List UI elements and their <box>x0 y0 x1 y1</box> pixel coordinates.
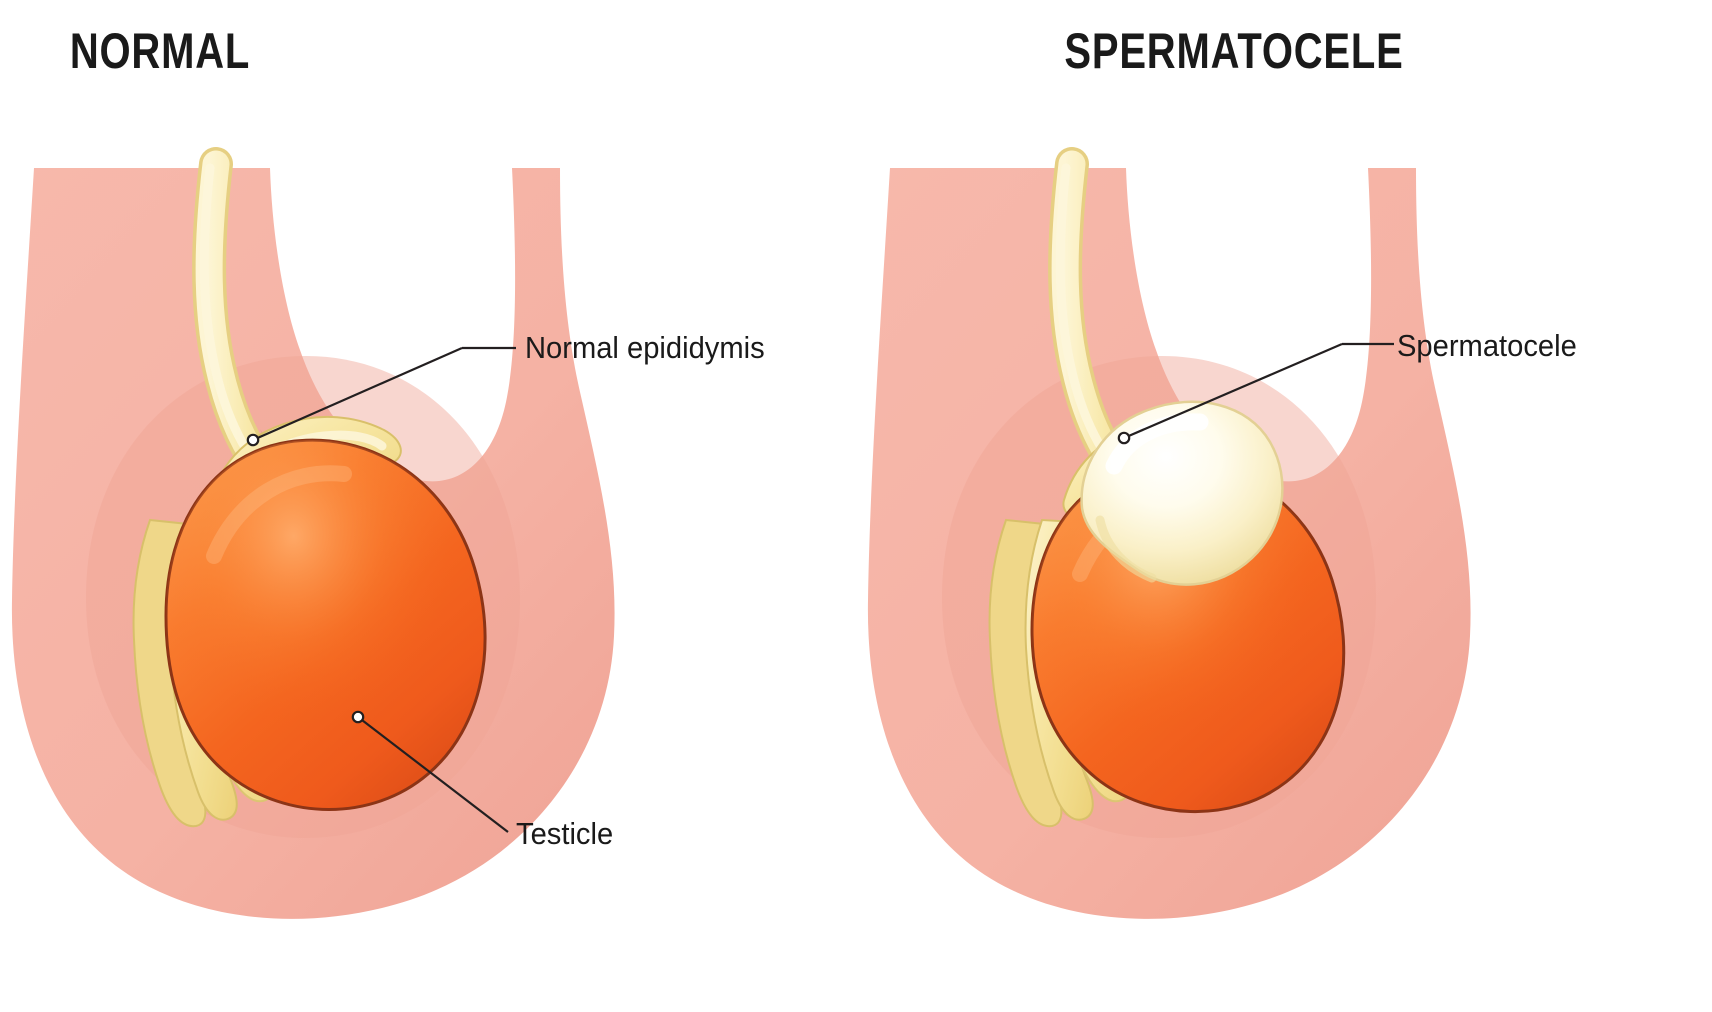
label-testicle: Testicle <box>516 816 614 851</box>
normal-anatomy-svg <box>11 147 615 919</box>
leader-dot-epididymis <box>246 433 260 447</box>
panel-normal: NORMAL <box>11 23 765 919</box>
testicle <box>164 438 487 811</box>
leader-line-testicle <box>351 710 509 833</box>
label-normal-epididymis: Normal epididymis <box>525 330 765 365</box>
panel-spermatocele: SPERMATOCELE <box>856 0 1712 1012</box>
leader-line-epididymis <box>246 346 516 447</box>
leader-line-spermatocele <box>1117 342 1394 445</box>
leader-dot-testicle <box>351 710 365 724</box>
spermatocele-cyst <box>1080 400 1284 586</box>
panel-title-normal: NORMAL <box>69 23 251 79</box>
panel-title-spermatocele: SPERMATOCELE <box>1064 23 1404 79</box>
leader-dot-spermatocele <box>1117 431 1131 445</box>
spermatocele-anatomy-svg <box>867 147 1471 919</box>
label-spermatocele: Spermatocele <box>1397 328 1577 363</box>
